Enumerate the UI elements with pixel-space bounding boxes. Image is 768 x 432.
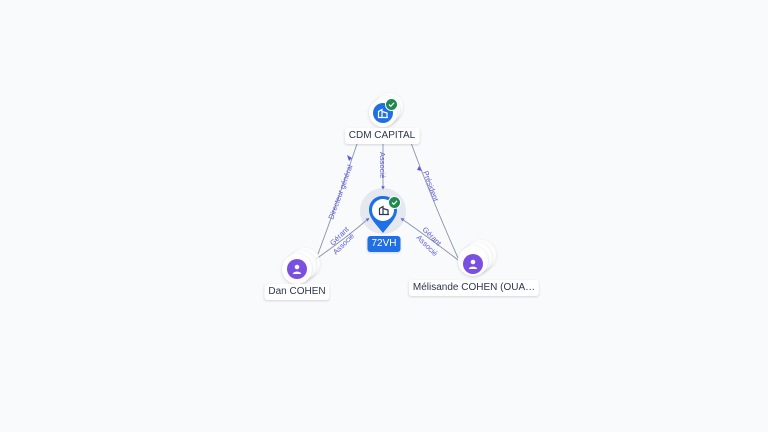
edge-cdm-dan bbox=[317, 140, 359, 255]
node-melisande-cohen[interactable] bbox=[456, 240, 500, 280]
edge-label-cdm-dan: Directeur général bbox=[326, 163, 354, 220]
node-dan-cohen[interactable] bbox=[280, 248, 324, 284]
edge-melisande-vh bbox=[400, 217, 459, 261]
arrowhead-cdm-melisande bbox=[417, 166, 422, 171]
arrowhead-cdm-dan bbox=[347, 155, 352, 161]
edge-label-cdm-melisande: Président bbox=[421, 170, 441, 204]
check-icon bbox=[388, 196, 401, 209]
node-label-72vh[interactable]: 72VH bbox=[367, 236, 401, 252]
check-icon bbox=[385, 98, 398, 111]
person-icon bbox=[463, 254, 483, 274]
edge-cdm-melisande bbox=[409, 139, 459, 259]
node-72vh[interactable] bbox=[360, 188, 408, 240]
node-label-melisande-cohen[interactable]: Mélisande COHEN (OUA… bbox=[408, 280, 540, 296]
edge-label-cdm-vh: Associé bbox=[378, 152, 387, 178]
node-label-cdm-capital[interactable]: CDM CAPITAL bbox=[344, 128, 420, 144]
node-label-dan-cohen[interactable]: Dan COHEN bbox=[264, 284, 330, 300]
node-cdm-capital[interactable] bbox=[368, 93, 408, 127]
edge-dan-vh bbox=[315, 217, 370, 260]
person-icon bbox=[287, 259, 307, 279]
building-icon bbox=[378, 205, 389, 216]
